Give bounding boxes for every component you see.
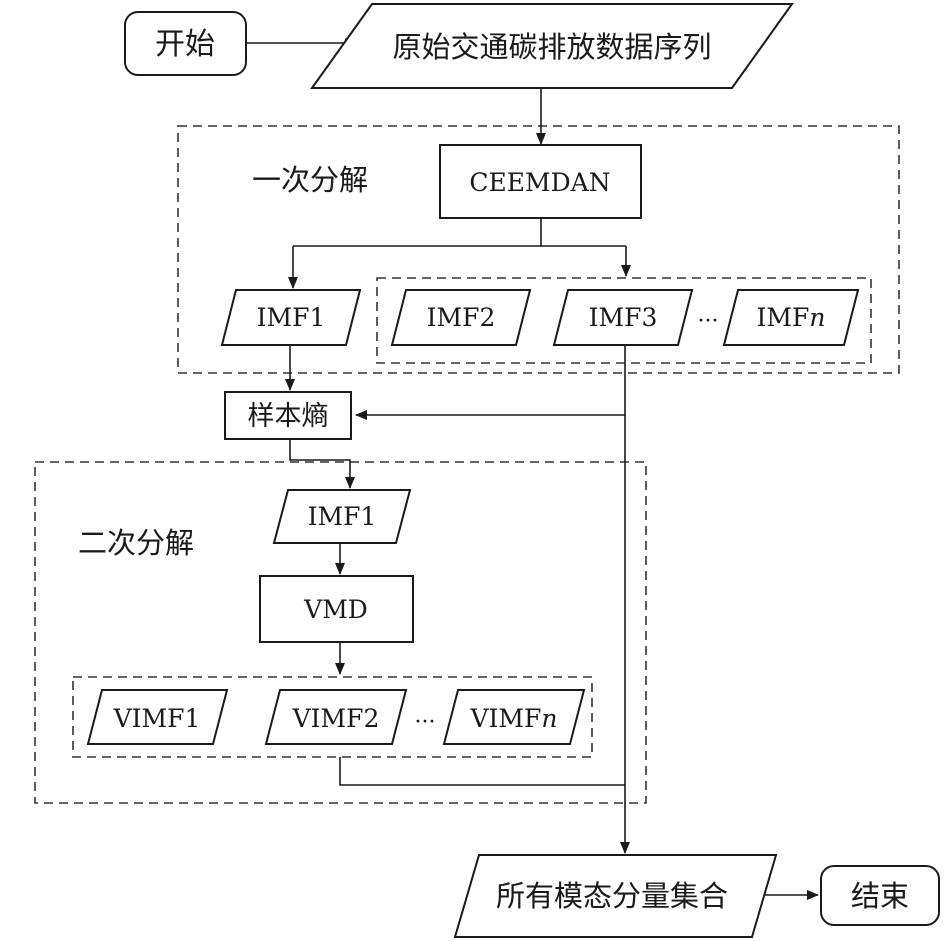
start-terminal xyxy=(124,11,247,76)
edge-vimf-to-output xyxy=(339,757,625,786)
imf3-node xyxy=(552,289,694,346)
end-label: 结束 xyxy=(851,879,909,913)
imf2-node xyxy=(390,289,532,346)
all-components-node xyxy=(453,854,778,938)
vimf-subgroup xyxy=(72,676,593,758)
source-data-label: 原始交通碳排放数据序列 xyxy=(392,30,711,64)
first-decomposition-label: 一次分解 xyxy=(252,163,368,197)
imf-ellipsis: ··· xyxy=(698,309,719,334)
all-components-label: 所有模态分量集合 xyxy=(496,879,728,913)
source-data-node xyxy=(310,3,794,89)
vimf2-node xyxy=(264,689,408,745)
start-label: 开始 xyxy=(155,27,215,62)
vimf1-label: VIMF1 xyxy=(113,704,201,733)
ceemdan-label: CEEMDAN xyxy=(469,168,610,197)
vimf-ellipsis: ··· xyxy=(415,710,436,735)
imf1-second-node xyxy=(272,489,412,544)
vmd-label: VMD xyxy=(303,595,368,624)
imfn-node xyxy=(722,289,860,346)
second-decomposition-label: 二次分解 xyxy=(78,526,194,560)
imfn-label: IMFn xyxy=(757,303,826,332)
first-decomposition-group xyxy=(177,125,900,374)
end-terminal xyxy=(820,865,940,926)
vimfn-label: VIMFn xyxy=(470,704,558,733)
second-decomposition-group xyxy=(34,461,647,804)
imf2-label: IMF2 xyxy=(427,303,496,332)
imf1-second-label: IMF1 xyxy=(308,502,377,531)
ceemdan-node xyxy=(439,144,642,219)
sample-entropy-node xyxy=(224,391,352,440)
vimfn-node xyxy=(442,689,586,745)
edge-entropy-to-imf1-second xyxy=(289,439,355,489)
imf-rest-subgroup xyxy=(376,277,872,364)
vmd-node xyxy=(259,575,414,643)
imf3-label: IMF3 xyxy=(589,303,658,332)
vimf1-node xyxy=(86,689,229,745)
edge-imf-rest-to-entropy xyxy=(355,345,626,420)
vimf2-label: VIMF2 xyxy=(292,704,380,733)
imf1-label: IMF1 xyxy=(257,303,326,332)
imf1-node xyxy=(220,289,362,346)
sample-entropy-label: 样本熵 xyxy=(248,401,329,432)
